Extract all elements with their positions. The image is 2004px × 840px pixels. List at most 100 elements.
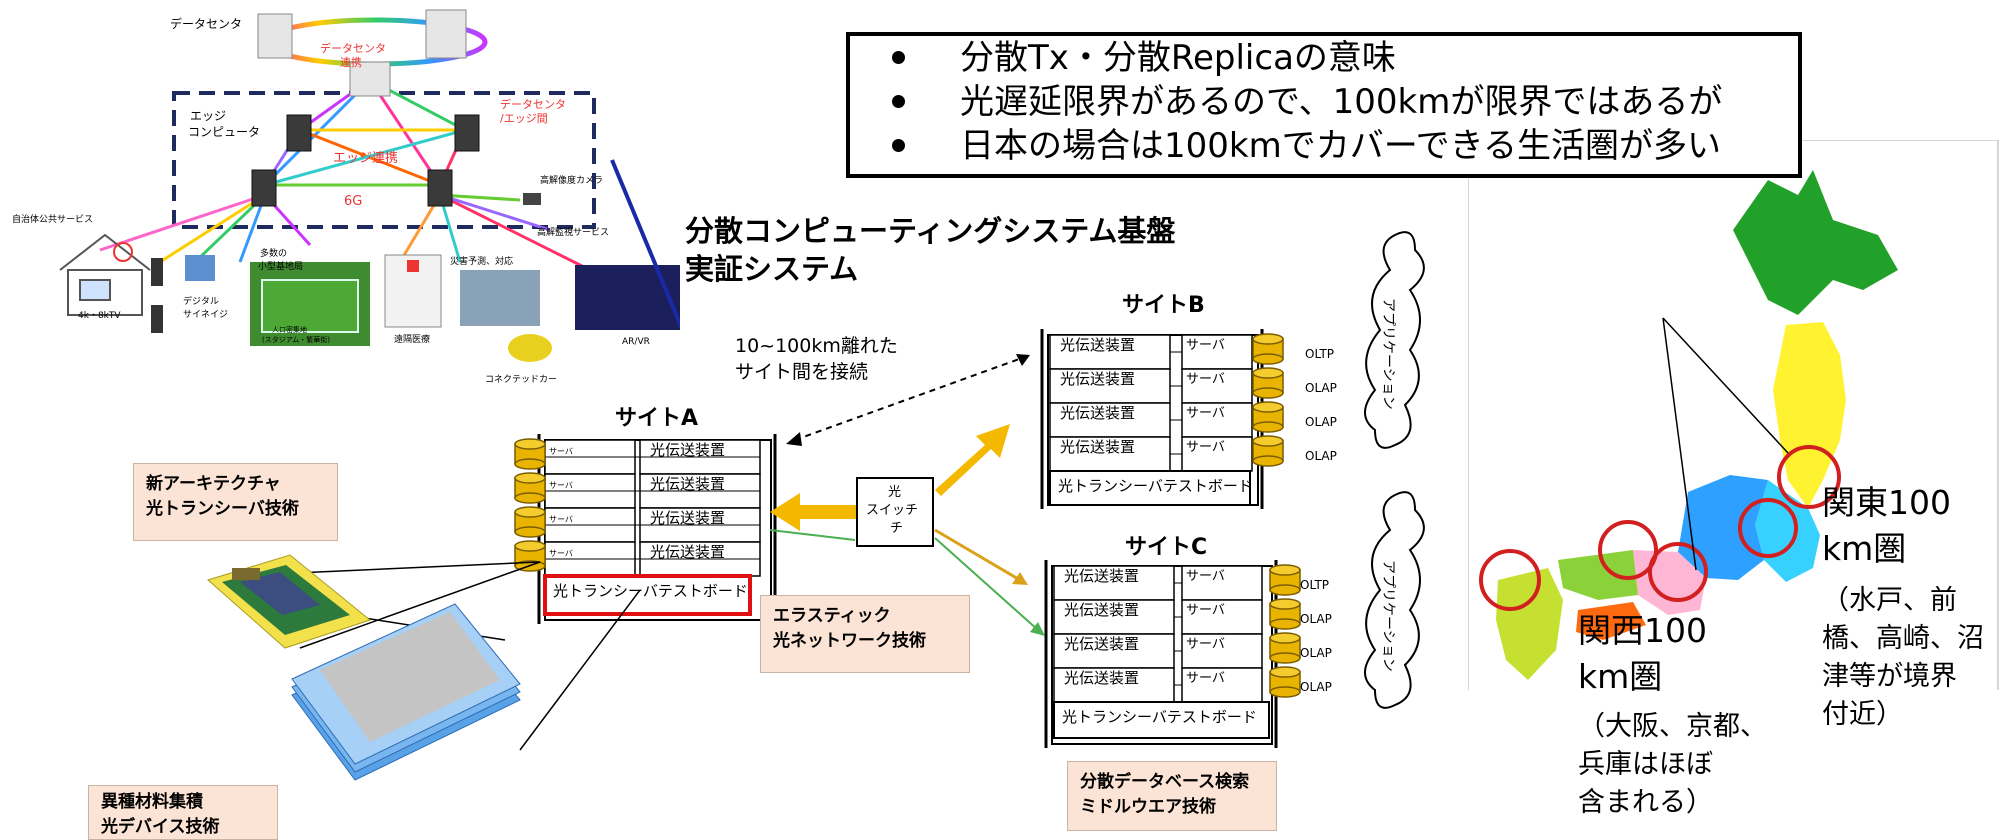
tohoku-region [1773, 322, 1846, 508]
kansai-note: （大阪、京都、 兵庫はほぼ 含まれる） [1578, 708, 1767, 822]
server-label: サーバ [1186, 372, 1225, 387]
optical-unit-label: 光伝送装置 [650, 475, 725, 493]
optical-unit-label: 光伝送装置 [1060, 336, 1135, 354]
kansai-circle-2 [1598, 520, 1658, 580]
kansai-note-line: （大阪、京都、 [1578, 711, 1767, 742]
server-label: サーバ [1186, 338, 1225, 353]
workload-label: OLAP [1300, 612, 1332, 626]
hokkaido-region [1733, 170, 1898, 315]
optical-unit-label: 光伝送装置 [1064, 635, 1139, 653]
workload-label: OLAP [1305, 381, 1337, 395]
optical-switch-label: スイッチ [866, 503, 918, 518]
site-c-rack: 光伝送装置サーバOLTP光伝送装置サーバOLAP光伝送装置サーバOLAP光伝送装… [1044, 560, 1332, 748]
database-icon [1252, 435, 1284, 467]
testbed-label: 光トランシーバテストボード [1058, 477, 1253, 495]
bullet-item: 分散Tx・分散Replicaの意味 [850, 36, 1798, 80]
main-title-line: 分散コンピューティングシステム基盤 [685, 214, 1176, 248]
kyushu-circle [1479, 549, 1541, 611]
kanto-circle-2 [1738, 498, 1798, 558]
database-icon [1269, 598, 1301, 630]
optical-unit-label: 光伝送装置 [1060, 370, 1135, 388]
kyushu-region [1496, 568, 1563, 680]
transceiver-chip-illustration [206, 554, 372, 649]
yellow-arrow-left [770, 493, 856, 531]
japan-map [1468, 140, 1999, 690]
workload-label: OLAP [1305, 449, 1337, 463]
phone-icon [151, 305, 163, 333]
callout-line [1662, 317, 1697, 571]
optical-unit-label: 光伝送装置 [1064, 669, 1139, 687]
tech-label-line: 光ネットワーク技術 [773, 631, 926, 651]
distance-note-line: サイト間を接続 [735, 361, 869, 383]
label-arvr: AR/VR [622, 337, 650, 347]
site-a-label: サイトA [615, 406, 698, 431]
main-title: 分散コンピューティングシステム基盤 実証システム [685, 212, 1175, 288]
bullet-text: 光遅延限界があるので、100kmが限界ではあるが [960, 82, 1723, 122]
label-dc-edge-2: /エッジ間 [500, 112, 548, 125]
database-icon [514, 438, 546, 470]
green-line-left [769, 529, 856, 541]
system-diagram: サイトA 光伝送装置サーバ光伝送装置サーバ光伝送装置サーバ光伝送装置サーバ光トラ… [206, 231, 1425, 781]
server-label: サーバ [1186, 671, 1225, 686]
kanto-note: （水戸、前 橋、高崎、沼 津等が境界 付近） [1822, 582, 1984, 734]
optical-switch [856, 477, 934, 547]
main-title-line: 実証システム [685, 252, 859, 286]
application-label-b: アプリケーション [1380, 298, 1396, 410]
optical-unit-label: 光伝送装置 [650, 509, 725, 527]
kanto-note-line: 付近） [1822, 699, 1903, 730]
bullet-item: 日本の場合は100kmでカバーできる生活圏が多い [850, 124, 1798, 168]
signage-icon [185, 255, 215, 281]
database-icon [514, 472, 546, 504]
kansai-note-line: 兵庫はほぼ [1578, 749, 1713, 780]
database-icon [514, 540, 546, 572]
site-b-label: サイトB [1122, 293, 1205, 318]
workload-label: OLTP [1305, 347, 1334, 361]
optical-unit-label: 光伝送装置 [650, 441, 725, 459]
optical-switch-label: チ [890, 521, 903, 536]
distance-note-line: 10~100km離れた [735, 335, 898, 357]
label-dc-link-2: 連携 [340, 55, 362, 69]
workload-label: OLAP [1305, 415, 1337, 429]
workload-label: OLAP [1300, 680, 1332, 694]
label-edge-2: コンピュータ [188, 125, 260, 139]
server-label: サーバ [1186, 440, 1225, 455]
arvr-image [575, 265, 680, 330]
kanto-label-line: km圏 [1822, 529, 1907, 568]
bullet-item: 光遅延限界があるので、100kmが限界ではあるが [850, 80, 1798, 124]
optical-unit-label: 光伝送装置 [1064, 567, 1139, 585]
kanto-note-line: 津等が境界 [1822, 661, 1957, 692]
house-icon [59, 233, 151, 316]
optical-unit-label: 光伝送装置 [650, 543, 725, 561]
kanto-label: 関東100 km圏 [1822, 480, 1951, 572]
server-label: サーバ [549, 481, 573, 490]
shikoku-region [1576, 602, 1646, 640]
site-b-rack: 光伝送装置サーバOLTP光伝送装置サーバOLAP光伝送装置サーバOLAP光伝送装… [1040, 329, 1337, 509]
bullet-dot [892, 139, 905, 152]
application-label-c: アプリケーション [1380, 560, 1396, 672]
application-cloud-c [1364, 491, 1425, 709]
kanto-note-line: 橋、高崎、沼 [1822, 623, 1984, 654]
optical-unit-label: 光伝送装置 [1060, 404, 1135, 422]
tech-label-line: 光トランシーバ技術 [146, 499, 299, 519]
green-arrow-down [934, 537, 1039, 631]
kanto-circle [1777, 445, 1841, 509]
label-dc-link-1: データセンタ [320, 41, 386, 55]
label-disaster: 災害予測、対応 [450, 255, 513, 267]
kanto-note-line: （水戸、前 [1822, 585, 1957, 616]
site-a-rack: 光伝送装置サーバ光伝送装置サーバ光伝送装置サーバ光伝送装置サーバ光トランシーバテ… [514, 434, 777, 624]
kanto-label-line: 関東100 [1822, 483, 1951, 522]
bullet-text: 日本の場合は100kmでカバーできる生活圏が多い [960, 126, 1721, 166]
label-edge-link: エッジ連携 [333, 150, 398, 166]
database-icon [1269, 564, 1301, 596]
tech-label-line: 異種材料集積 [101, 792, 203, 812]
bullet-dot [892, 51, 905, 64]
chubu-region [1678, 475, 1768, 580]
edge-server-icon [251, 114, 480, 207]
tech-label-line: 分散データベース検索 [1080, 772, 1250, 792]
label-signage-1: デジタル [183, 295, 219, 307]
kansai-circle [1648, 542, 1708, 602]
label-stations-2: 小型基地局 [258, 260, 303, 272]
datacenter-building-icon [257, 9, 467, 97]
application-cloud-b [1364, 231, 1425, 449]
label-medical: 遠隔医療 [394, 333, 430, 345]
